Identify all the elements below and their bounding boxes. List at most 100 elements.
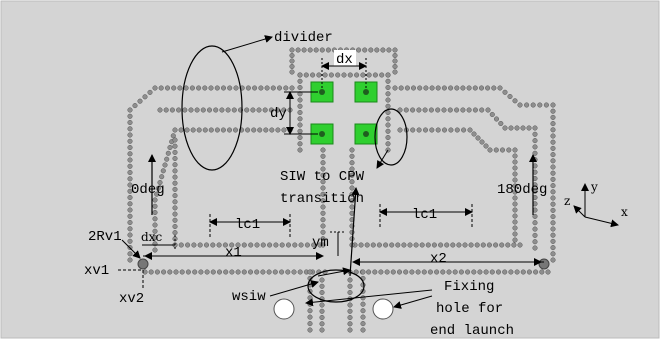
via-inner-left (178, 127, 184, 133)
fixing-hole-right (372, 298, 394, 320)
via-bottom-left (254, 242, 260, 248)
fixing-arrow-2 (393, 295, 433, 309)
via-launch-inner-left (319, 302, 325, 308)
via-bottom-left-outer (210, 269, 216, 275)
via-inner-right2 (454, 127, 460, 133)
via-feed-left (320, 147, 326, 153)
via-outer-left (127, 238, 133, 244)
two-rv1-label: 2Rv1 (88, 229, 122, 245)
via-inner-right (447, 107, 453, 113)
via-outer-right (441, 85, 447, 91)
via-inner-right (520, 125, 526, 131)
via-outer-right (550, 232, 556, 238)
via-outer-left (264, 85, 270, 91)
xv1-label: xv1 (84, 263, 109, 279)
via-inner-left2 (172, 143, 178, 149)
via-launch-inner-right (347, 302, 353, 308)
via-feed-left (320, 210, 326, 216)
via-bottom-right-outer (384, 269, 390, 275)
via-launch-inner-right (347, 321, 353, 327)
via-feed-right (349, 172, 355, 178)
via-pad-left (297, 109, 303, 116)
via-bottom-right (456, 242, 462, 248)
via-bottom-right (370, 242, 376, 248)
via-launch-inner-left (319, 321, 325, 327)
via-inner-left2 (172, 211, 178, 217)
via-divider-row (169, 107, 175, 113)
via-outer-left (132, 103, 138, 109)
via-outer-left (127, 119, 133, 126)
via-inner-right (479, 107, 485, 113)
via-outer-right (550, 114, 556, 120)
via-launch-right (360, 308, 366, 314)
via-inner-right (454, 107, 460, 113)
via-inner-right (532, 220, 538, 226)
via-inner-left2 (172, 223, 178, 230)
via-launch-inner-left (319, 283, 325, 289)
via-inner-left (162, 162, 168, 168)
axis-triad-icon: y x z (564, 180, 628, 228)
via-bottom-right-outer (533, 269, 539, 275)
via-outer-left (202, 85, 208, 91)
via-inner-right2 (512, 171, 518, 177)
via-bottom-right (486, 242, 492, 248)
via-bottom-left-outer (216, 269, 223, 275)
via-inner-left (251, 127, 257, 133)
via-outer-right (550, 220, 556, 226)
via-pad-left (297, 128, 303, 134)
via-launch-inner-left (319, 289, 325, 296)
via-divider-row (157, 107, 163, 113)
via-inner-left2 (172, 149, 178, 155)
x1-label: x1 (225, 245, 242, 261)
via-feed-left (320, 217, 326, 223)
via-inner-right (410, 107, 416, 113)
via-bottom-left (203, 242, 210, 248)
via-launch-inner-left (319, 314, 325, 321)
via-inner-right (532, 245, 538, 251)
via-outer-right (550, 245, 556, 251)
via-divider-row (281, 107, 287, 113)
via-feed-left (320, 185, 326, 191)
via-inner-left (165, 150, 171, 156)
via-inner-right2 (512, 225, 518, 231)
via-outer-right (550, 201, 556, 207)
via-inner-left2 (172, 186, 178, 192)
via-inner-right2 (512, 231, 518, 237)
via-feed-left (320, 198, 326, 204)
via-outer-left (196, 85, 202, 91)
via-pad-top (360, 72, 366, 78)
via-launch-inner-right (347, 277, 353, 283)
via-inner-left2 (172, 168, 178, 174)
via-launch-inner-right (347, 289, 353, 296)
via-launch-left (307, 321, 313, 327)
via-outer-left (171, 85, 177, 91)
via-divider-row (275, 107, 281, 113)
via-launch-inner-right (347, 327, 353, 333)
via-outer-right (448, 85, 454, 91)
via-pad-left (297, 134, 303, 141)
via-pad-top (297, 72, 303, 78)
via-feed-right (349, 153, 355, 159)
via-bottom-right-outer (421, 269, 427, 275)
via-outer-left (189, 85, 195, 91)
via-inner-right2 (512, 147, 518, 153)
via-bottom-right (444, 242, 450, 248)
via-launch-right (360, 321, 366, 327)
via-outer-top (392, 47, 398, 53)
lc1-left-label: lc1 (235, 217, 260, 233)
via-inner-left (190, 127, 196, 133)
via-bottom-left-outer (285, 269, 291, 275)
via-pad-left (297, 141, 303, 147)
via-launch-inner-left (319, 327, 325, 333)
via-outer-left (289, 85, 295, 91)
via-bottom-left (304, 242, 310, 248)
via-bottom-right-outer (446, 269, 452, 275)
via-bottom-right (376, 242, 382, 248)
via-inner-right (485, 107, 491, 113)
via-bottom-left-outer (154, 269, 160, 275)
via-divider-row (244, 107, 250, 113)
via-outer-top (319, 47, 325, 53)
via-inner-right2 (512, 177, 518, 183)
via-bottom-right-outer (366, 269, 372, 275)
via-inner-left (157, 179, 163, 186)
